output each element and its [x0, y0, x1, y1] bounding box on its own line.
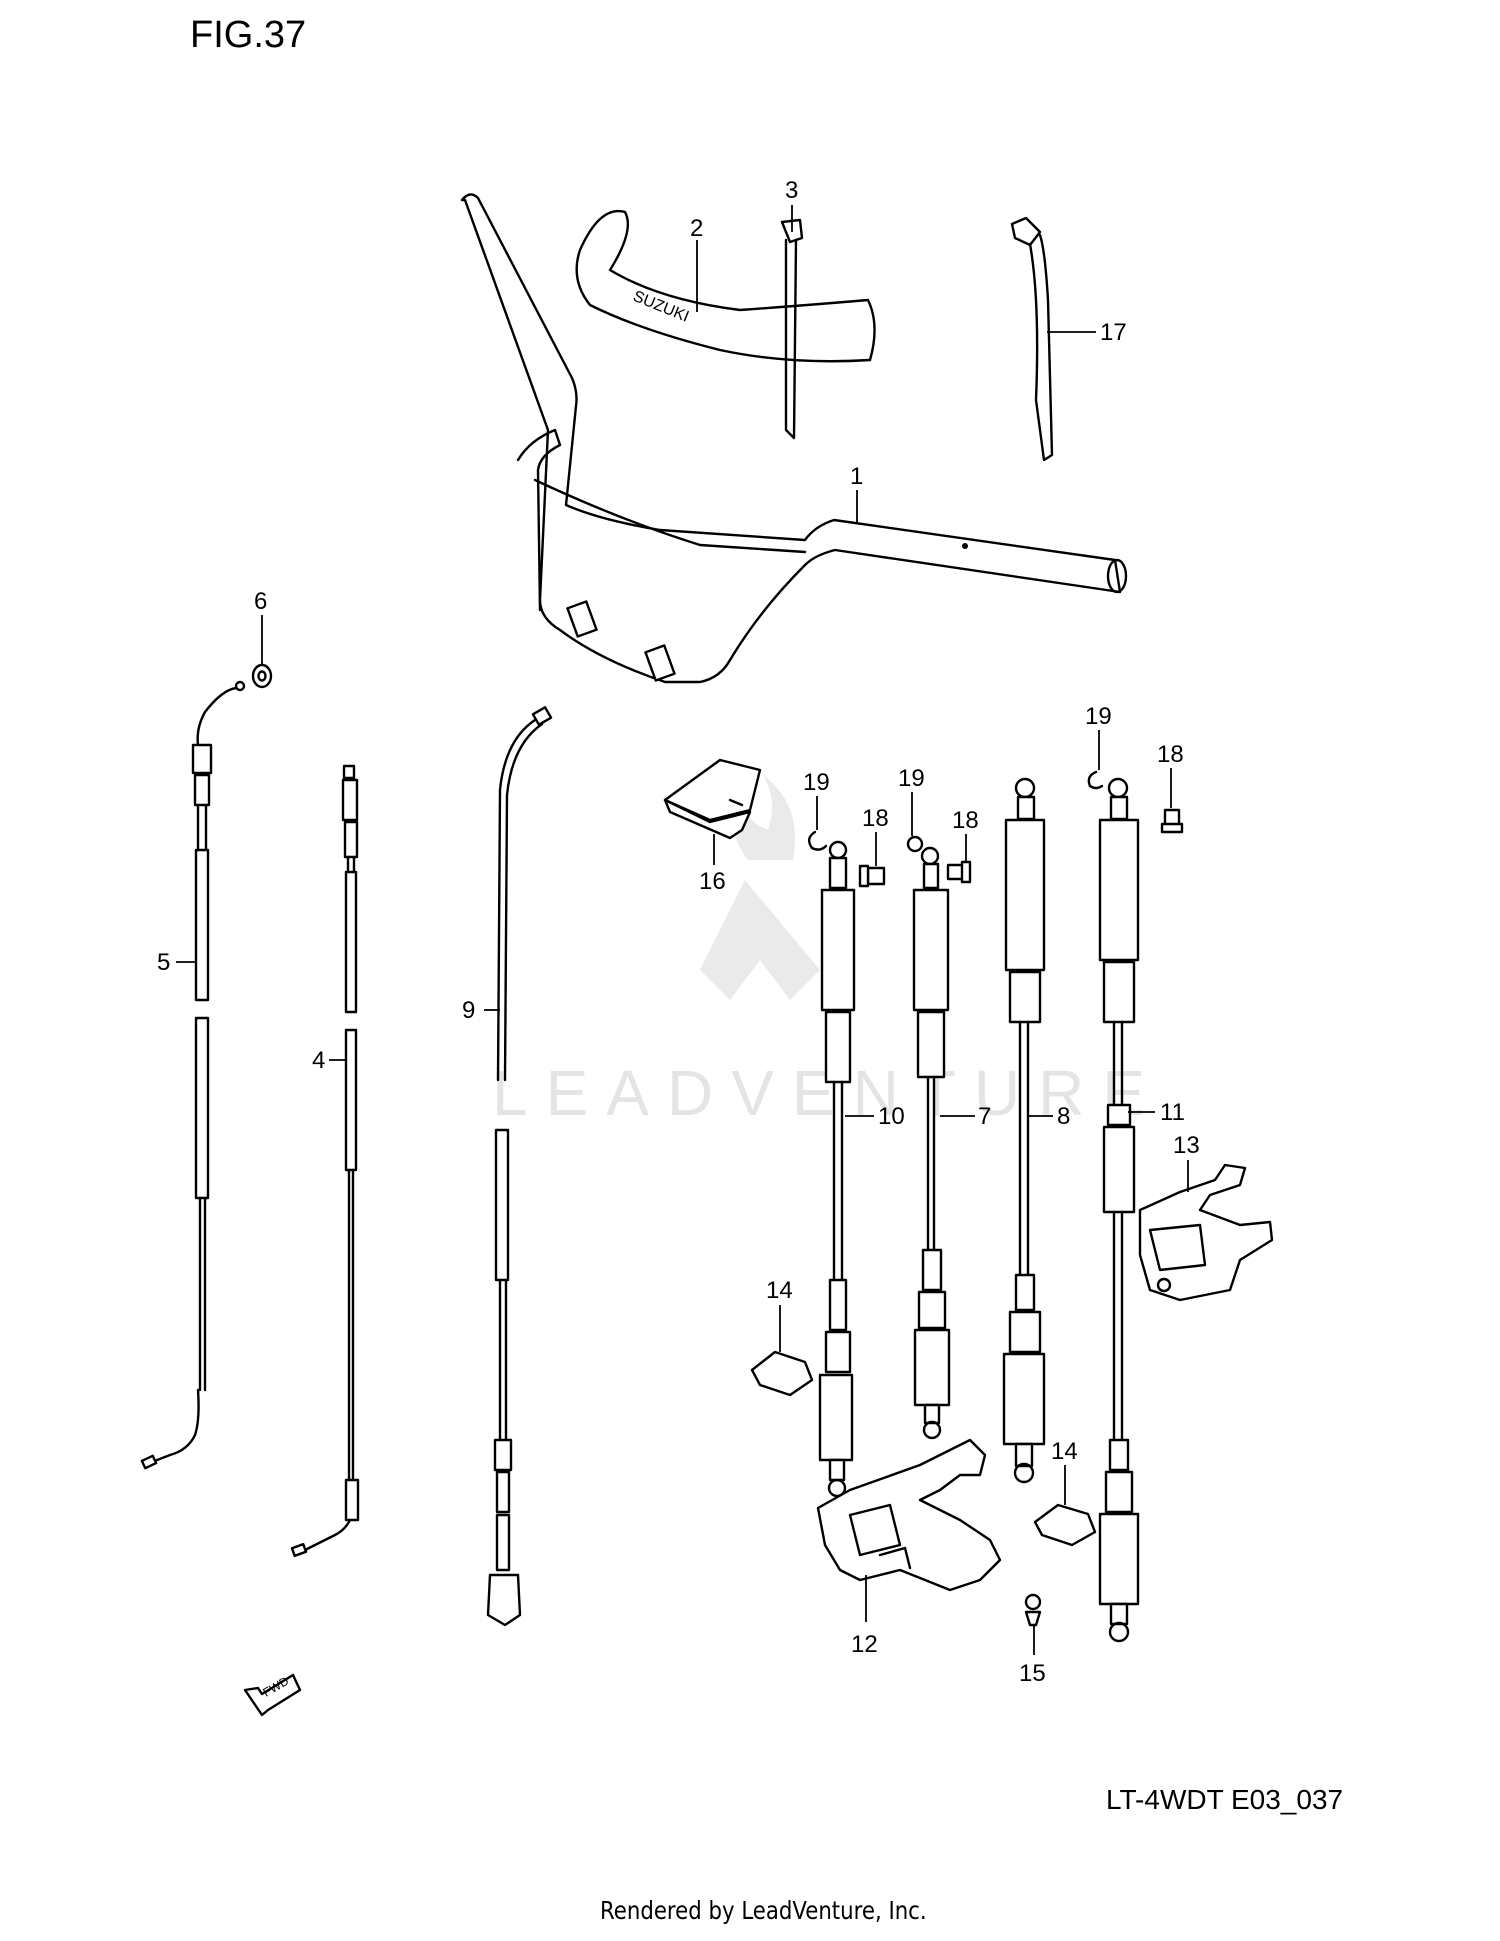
callout-13: 13	[1173, 1132, 1200, 1159]
cable-tie-17	[1010, 216, 1054, 462]
bolt-18a	[858, 864, 886, 888]
bolt-18b	[946, 860, 972, 884]
callout-7: 7	[978, 1103, 991, 1130]
bracket-13	[1138, 1163, 1274, 1302]
clip-19a	[807, 830, 828, 851]
callout-12: 12	[851, 1631, 878, 1658]
clip-19c	[1087, 770, 1104, 790]
clip-19b	[906, 835, 924, 853]
callout-5: 5	[157, 949, 170, 976]
figure-title: FIG.37	[190, 14, 307, 56]
callout-19c: 19	[1085, 703, 1112, 730]
callout-9: 9	[462, 997, 475, 1024]
callouts: 1 2 3 4 5 6 7 8 9 10 11 12 13 14 14 15 1…	[157, 177, 1200, 1687]
callout-1: 1	[850, 463, 863, 490]
bracket-16	[663, 758, 762, 840]
bolt-18c	[1160, 808, 1184, 834]
callout-19a: 19	[803, 769, 830, 796]
clip-14b	[1033, 1503, 1097, 1547]
handlebar	[460, 193, 1128, 684]
diagram-code: LT-4WDT E03_037	[1106, 1784, 1344, 1815]
callout-14a: 14	[766, 1277, 793, 1304]
callout-16: 16	[699, 868, 726, 895]
callout-6: 6	[254, 588, 267, 615]
callout-4: 4	[312, 1047, 325, 1074]
cable-7	[912, 846, 951, 1440]
throttle-cable-5	[140, 680, 246, 1470]
fwd-arrow-icon: FWD	[243, 1674, 302, 1717]
watermark-text: LEADVENTURE	[492, 1057, 1163, 1129]
rendered-by-footer: Rendered by LeadVenture, Inc.	[600, 1896, 927, 1925]
callout-18a: 18	[862, 805, 889, 832]
callout-2: 2	[690, 215, 703, 242]
callout-18c: 18	[1157, 741, 1184, 768]
callout-3: 3	[785, 177, 798, 204]
callout-15: 15	[1019, 1660, 1046, 1687]
screw-15	[1024, 1593, 1042, 1627]
cable-tie-3	[780, 218, 804, 440]
callout-14b: 14	[1051, 1438, 1078, 1465]
watermark-logo: LEADVENTURE	[492, 775, 1163, 1129]
callout-18b: 18	[952, 807, 979, 834]
handlebar-pad: SUZUKI	[575, 209, 876, 363]
cable-10	[818, 840, 856, 1498]
callout-17: 17	[1100, 319, 1127, 346]
cable-4	[290, 764, 360, 1558]
leader-lines	[176, 205, 1189, 1655]
callout-19b: 19	[898, 765, 925, 792]
cable-8	[1002, 777, 1046, 1484]
callout-11: 11	[1160, 1099, 1185, 1126]
bracket-12	[816, 1438, 1002, 1592]
callout-8: 8	[1057, 1103, 1070, 1130]
cable-11	[1098, 777, 1140, 1643]
clip-14a	[750, 1350, 814, 1397]
callout-10: 10	[878, 1103, 905, 1130]
cable-9	[486, 706, 553, 1627]
washer-6	[251, 663, 273, 689]
